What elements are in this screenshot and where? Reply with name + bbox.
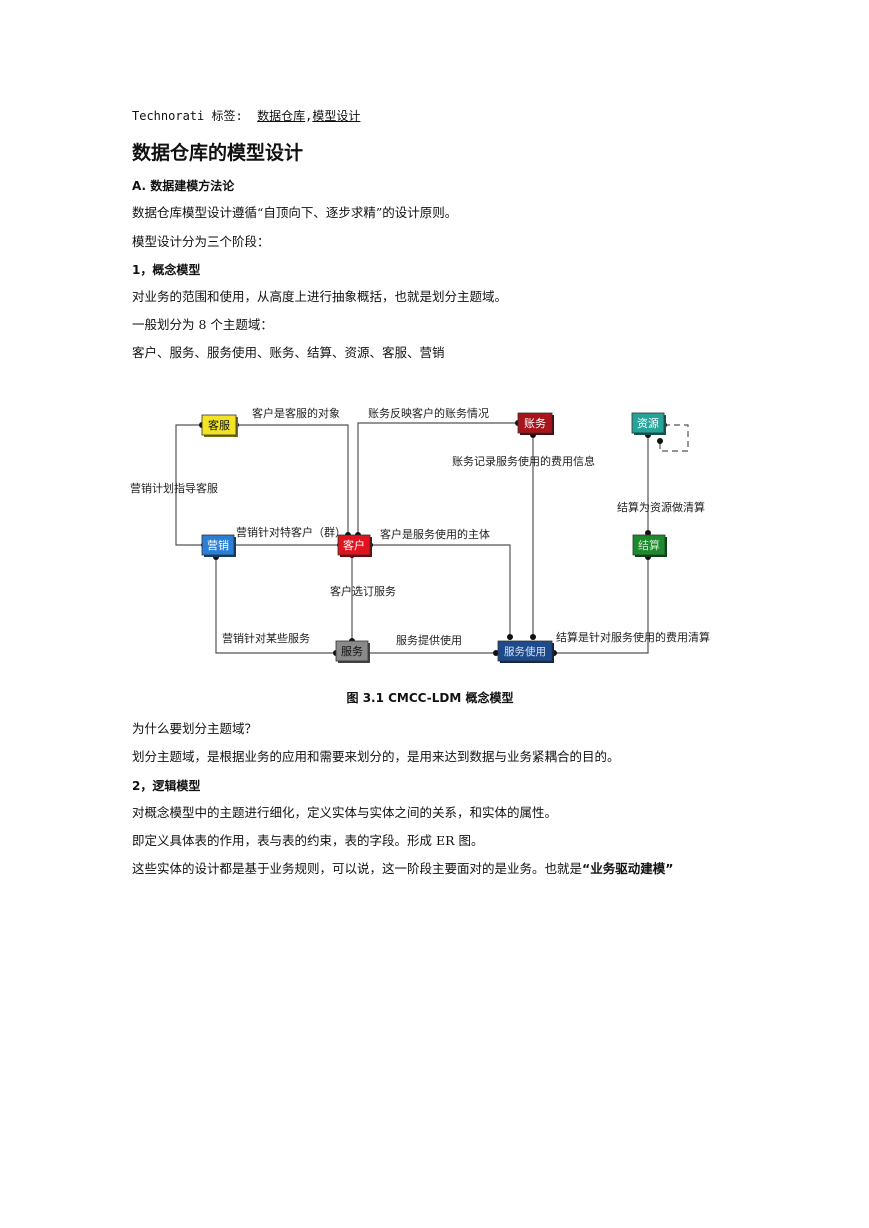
paragraph: 划分主题域，是根据业务的应用和需要来划分的，是用来达到数据与业务紧耦合的目的。 [132, 749, 620, 764]
paragraph: 对业务的范围和使用，从高度上进行抽象概括，也就是划分主题域。 [132, 289, 508, 304]
edge-label: 客户是客服的对象 [252, 406, 340, 420]
edge-label: 营销计划指导客服 [130, 481, 218, 495]
paragraph: 客户、服务、服务使用、账务、结算、资源、客服、营销 [132, 345, 445, 360]
bold-emphasis: “业务驱动建模” [582, 861, 674, 876]
paragraph: 模型设计分为三个阶段： [132, 234, 270, 249]
node-label: 客户 [343, 538, 365, 552]
stage2-heading: 2，逻辑模型 [132, 779, 201, 793]
concept-model-diagram: 客服 账务 资源 营销 客户 结算 服务 [130, 406, 710, 705]
edge-label: 服务提供使用 [396, 633, 462, 647]
tags-separator: , [305, 109, 313, 123]
page-title: 数据仓库的模型设计 [132, 142, 304, 164]
node-label: 营销 [207, 538, 229, 552]
node-fuwushiyong: 服务使用 [497, 640, 554, 663]
edge-label: 账务记录服务使用的费用信息 [452, 454, 595, 468]
paragraph-text: 这些实体的设计都是基于业务规则，可以说，这一阶段主要面对的是业务。也就是 [132, 861, 583, 876]
paragraph: 对概念模型中的主题进行细化，定义实体与实体之间的关系，和实体的属性。 [132, 805, 558, 820]
node-label: 结算 [638, 538, 660, 552]
edge-label: 结算为资源做清算 [617, 500, 705, 514]
section-a-heading: A. 数据建模方法论 [132, 179, 235, 193]
diagram-connectors [175, 422, 689, 654]
node-label: 服务使用 [504, 645, 546, 658]
node-jiesuan: 结算 [632, 534, 667, 557]
node-yingxiao: 营销 [201, 534, 236, 557]
stage1-heading: 1，概念模型 [132, 263, 201, 277]
node-label: 账务 [524, 417, 546, 430]
diagram-caption: 图 3.1 CMCC-LDM 概念模型 [347, 690, 514, 705]
edge-label: 营销针对特客户（群） [236, 525, 346, 539]
node-kehu: 客户 [337, 534, 372, 557]
node-zhangwu: 账务 [517, 412, 554, 435]
diagram-edge-labels: 客户是客服的对象 账务反映客户的账务情况 账务记录服务使用的费用信息 营销计划指… [130, 406, 710, 647]
paragraph: 数据仓库模型设计遵循“自顶向下、逐步求精”的设计原则。 [132, 205, 458, 220]
paragraph: 这些实体的设计都是基于业务规则，可以说，这一阶段主要面对的是业务。也就是“业务驱… [132, 861, 673, 877]
tag-link-data-warehouse[interactable]: 数据仓库 [257, 109, 306, 123]
node-label: 服务 [341, 645, 363, 658]
edge-label: 客户是服务使用的主体 [380, 527, 490, 541]
node-kefu: 客服 [201, 414, 238, 437]
tags-prefix: Technorati 标签: [132, 109, 243, 123]
paragraph: 一般划分为 8 个主题域： [132, 317, 273, 332]
edge-label: 营销针对某些服务 [222, 631, 310, 645]
edge-label: 客户选订服务 [330, 584, 396, 598]
node-fuwu: 服务 [335, 640, 370, 663]
node-label: 资源 [637, 416, 659, 430]
tag-link-model-design[interactable]: 模型设计 [312, 109, 361, 123]
node-label: 客服 [208, 418, 230, 432]
paragraph: 为什么要划分主题域？ [132, 721, 258, 736]
edge-label: 结算是针对服务使用的费用清算 [556, 630, 710, 644]
edge-label: 账务反映客户的账务情况 [368, 406, 489, 420]
technorati-tags-line: Technorati 标签: 数据仓库,模型设计 [132, 108, 360, 124]
paragraph: 即定义具体表的作用，表与表的约束，表的字段。形成 ER 图。 [132, 833, 484, 848]
node-ziyuan: 资源 [631, 412, 666, 435]
